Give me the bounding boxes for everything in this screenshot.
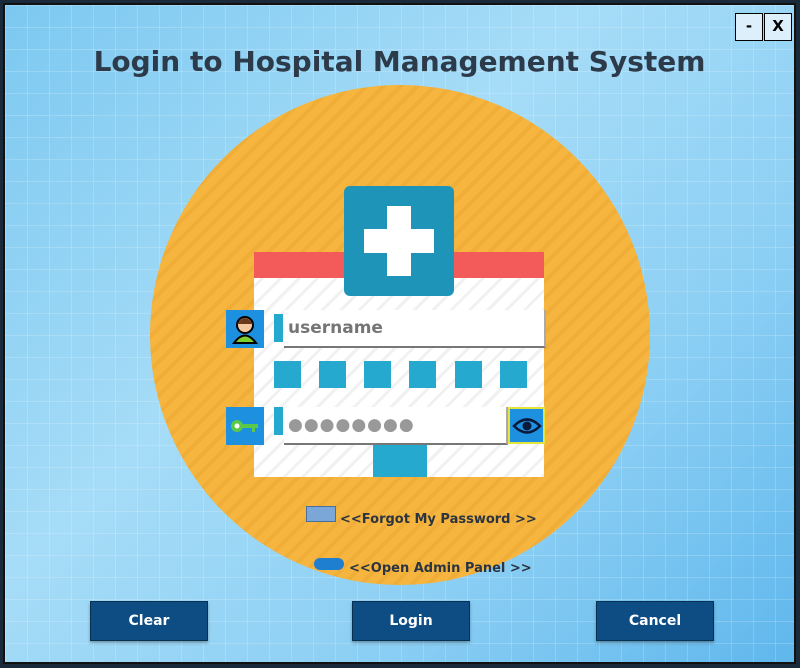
cancel-button[interactable]: Cancel xyxy=(596,601,714,641)
key-icon xyxy=(226,407,264,445)
login-button[interactable]: Login xyxy=(352,601,470,641)
user-icon xyxy=(226,310,264,348)
show-password-eye-icon[interactable] xyxy=(508,407,545,444)
page-title: Login to Hospital Management System xyxy=(93,45,706,78)
password-input[interactable]: ●●●●●●●● xyxy=(284,407,508,445)
clear-button[interactable]: Clear xyxy=(90,601,208,641)
forgot-password-link[interactable]: <<Forgot My Password >> xyxy=(340,512,537,527)
password-reset-icon xyxy=(306,506,336,522)
minimize-button[interactable]: - xyxy=(735,13,763,41)
medical-cross-icon xyxy=(344,186,454,296)
username-input[interactable] xyxy=(284,310,546,348)
open-admin-panel-link[interactable]: <<Open Admin Panel >> xyxy=(349,561,532,576)
close-button[interactable]: X xyxy=(764,13,792,41)
admin-key-icon xyxy=(314,558,344,570)
